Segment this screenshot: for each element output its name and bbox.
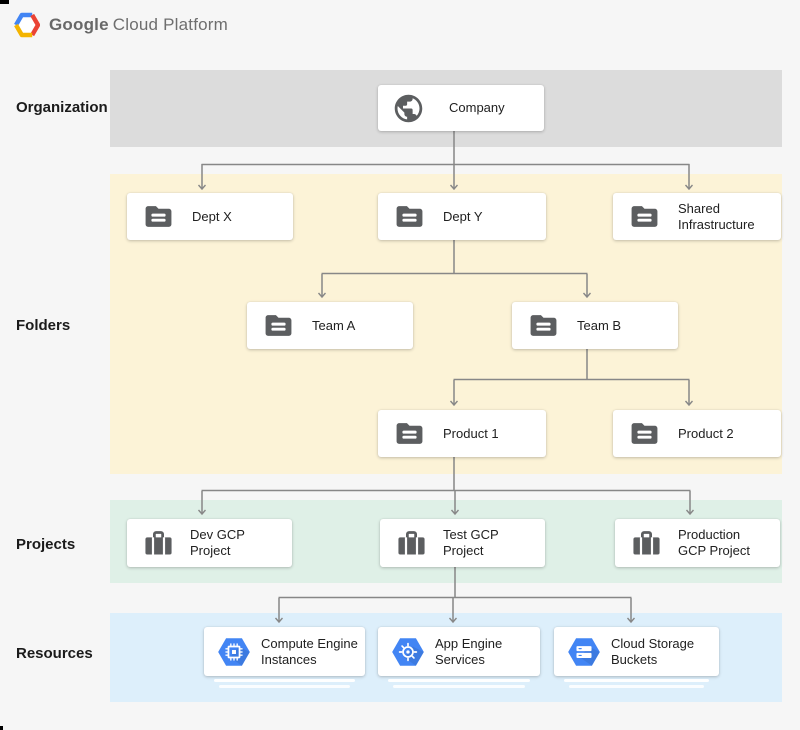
screen-corner-artifact	[0, 0, 9, 4]
globe-icon	[394, 94, 423, 122]
project-briefcase-icon	[633, 530, 660, 554]
node-shared-infrastructure: Shared Infrastructure	[613, 193, 781, 240]
node-label: Dev GCP Project	[190, 527, 245, 558]
gcp-logo-icon	[14, 12, 40, 38]
node-cloud-storage-buckets: Cloud Storage Buckets	[554, 627, 719, 688]
cloud-storage-icon	[568, 637, 600, 666]
row-label-projects: Projects	[16, 536, 76, 553]
app-engine-icon	[392, 637, 424, 666]
node-dept-y: Dept Y	[378, 193, 546, 240]
node-label: Test GCP Project	[443, 527, 499, 558]
node-label: Product 2	[678, 425, 734, 441]
node-app-engine-services: App Engine Services	[378, 627, 540, 688]
project-briefcase-icon	[398, 530, 425, 554]
folder-icon	[530, 315, 557, 336]
project-briefcase-icon	[145, 530, 172, 554]
node-dept-x: Dept X	[127, 193, 293, 240]
node-label: App Engine Services	[435, 635, 503, 667]
compute-engine-icon	[218, 637, 250, 666]
node-team-b: Team B	[512, 302, 678, 349]
node-dev-gcp-project: Dev GCP Project	[127, 519, 292, 567]
folder-icon	[631, 206, 658, 227]
node-company: Company	[378, 85, 544, 131]
node-label: Company	[449, 100, 505, 115]
node-label: Cloud Storage Buckets	[611, 635, 695, 667]
folder-icon	[265, 315, 292, 336]
brand-google: Google	[49, 15, 109, 34]
brand-cloud-platform: Cloud Platform	[112, 15, 228, 34]
folder-icon	[145, 206, 172, 227]
screen-corner-artifact	[0, 726, 3, 730]
folder-icon	[631, 423, 658, 444]
node-product-1: Product 1	[378, 410, 546, 457]
node-label: Dept Y	[443, 208, 483, 224]
node-label: Compute Engine Instances	[261, 635, 358, 667]
node-label: Production GCP Project	[678, 527, 751, 558]
node-compute-engine-instances: Compute Engine Instances	[204, 627, 365, 688]
node-product-2: Product 2	[613, 410, 781, 457]
node-label: Product 1	[443, 425, 499, 441]
node-label: Team A	[312, 317, 356, 333]
node-label: Dept X	[192, 208, 232, 224]
folder-icon	[396, 423, 423, 444]
node-team-a: Team A	[247, 302, 413, 349]
node-test-gcp-project: Test GCP Project	[380, 519, 545, 567]
folder-icon	[396, 206, 423, 227]
node-production-gcp-project: Production GCP Project	[615, 519, 780, 567]
row-label-resources: Resources	[16, 645, 93, 662]
row-label-organization: Organization	[16, 99, 108, 116]
node-label: Team B	[577, 317, 622, 333]
row-label-folders: Folders	[16, 317, 71, 334]
node-label: Shared Infrastructure	[678, 200, 755, 232]
